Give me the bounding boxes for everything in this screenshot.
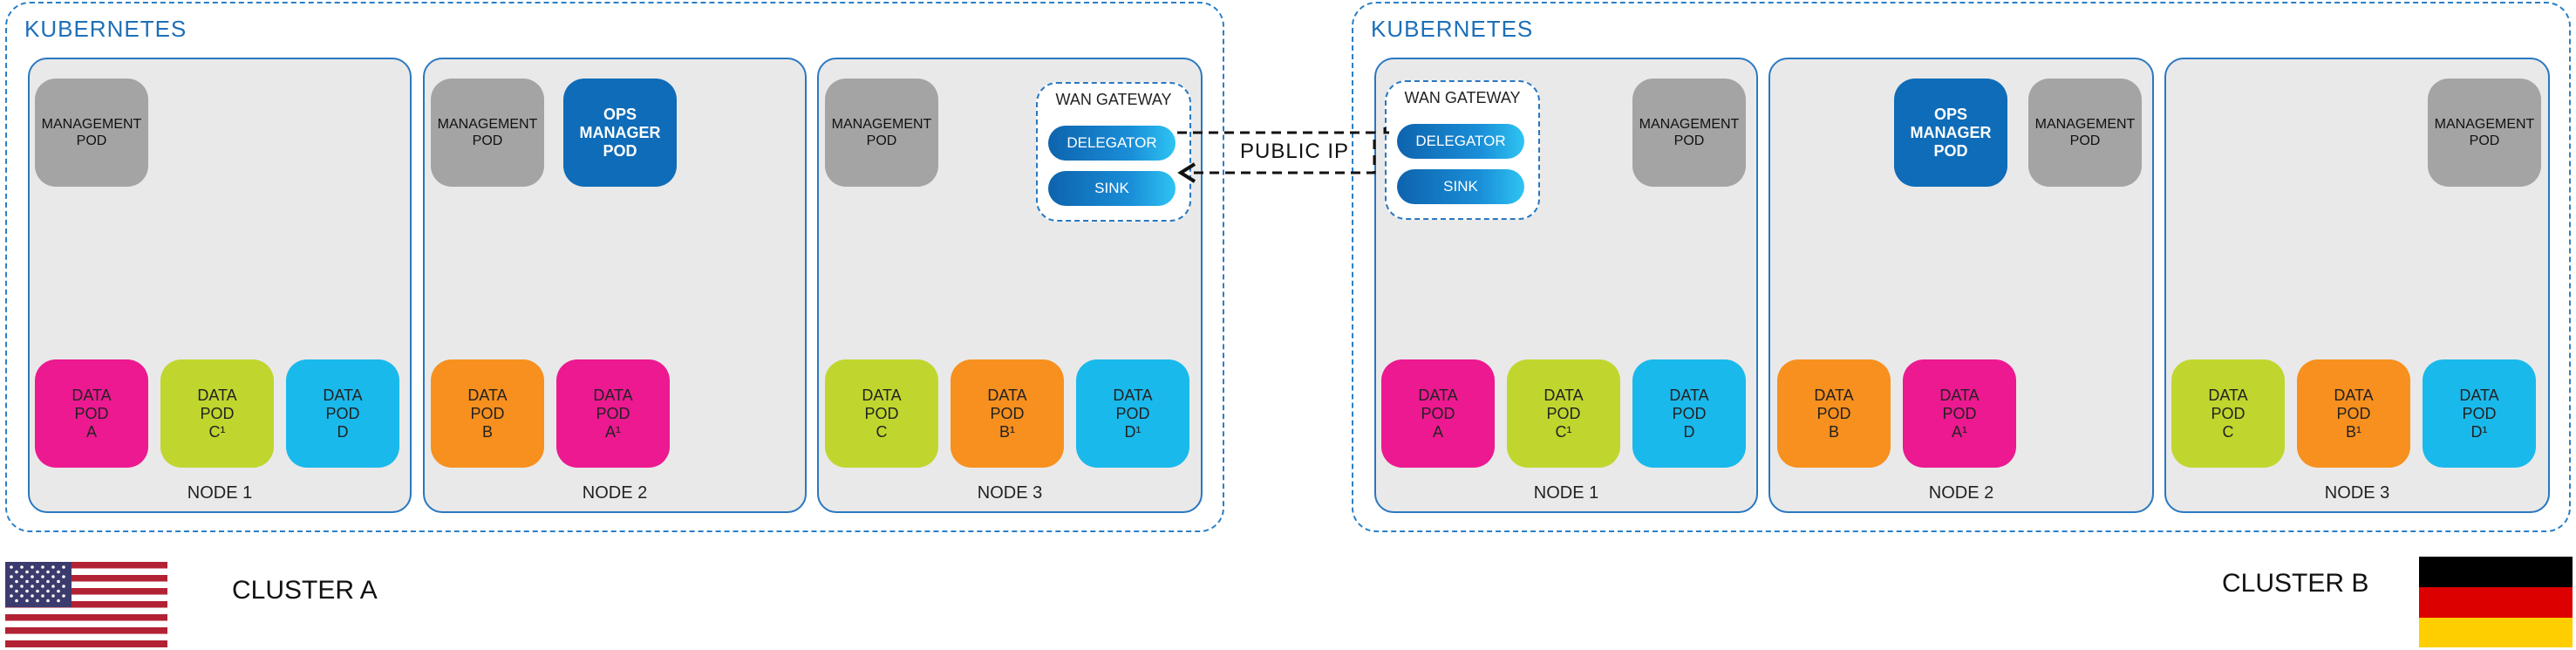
data-pod-c: DATA POD C bbox=[825, 359, 938, 468]
data-pod-b-replica: DATA POD B¹ bbox=[951, 359, 1064, 468]
sink-pill: SINK bbox=[1397, 169, 1524, 204]
delegator-pill: DELEGATOR bbox=[1048, 126, 1176, 161]
sink-pill: SINK bbox=[1048, 171, 1176, 206]
germany-flag-icon bbox=[2419, 557, 2573, 647]
node-label: NODE 3 bbox=[2324, 483, 2390, 503]
data-pod-c-replica: DATA POD C¹ bbox=[160, 359, 274, 468]
kubernetes-label-cluster-b: KUBERNETES bbox=[1371, 16, 1534, 42]
node-label: NODE 2 bbox=[1928, 483, 1994, 503]
cluster-b-label: CLUSTER B bbox=[2222, 569, 2369, 598]
public-ip-connection bbox=[1177, 127, 1395, 183]
sink-to-delegator-link bbox=[1383, 127, 1395, 134]
data-pod-c-replica: DATA POD C¹ bbox=[1507, 359, 1620, 468]
data-pod-c: DATA POD C bbox=[2171, 359, 2285, 468]
data-pod-a-replica: DATA POD A¹ bbox=[1903, 359, 2016, 468]
management-pod: MANAGEMENT POD bbox=[1632, 79, 1746, 187]
data-pod-d-replica: DATA POD D¹ bbox=[1076, 359, 1189, 468]
data-pod-a: DATA POD A bbox=[35, 359, 148, 468]
node-label: NODE 3 bbox=[977, 483, 1043, 503]
management-pod: MANAGEMENT POD bbox=[2428, 79, 2541, 187]
kubernetes-boundary-cluster-b bbox=[1352, 2, 2571, 532]
kubernetes-boundary-cluster-a bbox=[5, 2, 1224, 532]
data-pod-a: DATA POD A bbox=[1381, 359, 1495, 468]
management-pod: MANAGEMENT POD bbox=[825, 79, 938, 187]
node-label: NODE 2 bbox=[582, 483, 648, 503]
kubernetes-label-cluster-a: KUBERNETES bbox=[24, 16, 187, 42]
data-pod-b: DATA POD B bbox=[431, 359, 544, 468]
delegator-to-sink-link bbox=[1177, 131, 1376, 174]
data-pod-b-replica: DATA POD B¹ bbox=[2297, 359, 2410, 468]
wan-gateway-title: WAN GATEWAY bbox=[1404, 89, 1521, 106]
delegator-pill: DELEGATOR bbox=[1397, 124, 1524, 159]
management-pod: MANAGEMENT POD bbox=[35, 79, 148, 187]
cluster-a-label: CLUSTER A bbox=[232, 576, 378, 605]
data-pod-d: DATA POD D bbox=[1632, 359, 1746, 468]
us-flag-icon bbox=[5, 562, 167, 647]
node-label: NODE 1 bbox=[187, 483, 253, 503]
node-label: NODE 1 bbox=[1533, 483, 1599, 503]
ops-manager-pod: OPS MANAGER POD bbox=[1894, 79, 2007, 187]
arrow-head-icon bbox=[1177, 162, 1196, 183]
wan-gateway-title: WAN GATEWAY bbox=[1055, 91, 1172, 108]
data-pod-a-replica: DATA POD A¹ bbox=[556, 359, 670, 468]
management-pod: MANAGEMENT POD bbox=[2028, 79, 2142, 187]
public-ip-label: PUBLIC IP bbox=[1240, 140, 1350, 163]
data-pod-b: DATA POD B bbox=[1777, 359, 1891, 468]
ops-manager-pod: OPS MANAGER POD bbox=[563, 79, 677, 187]
data-pod-d: DATA POD D bbox=[286, 359, 399, 468]
data-pod-d-replica: DATA POD D¹ bbox=[2423, 359, 2536, 468]
management-pod: MANAGEMENT POD bbox=[431, 79, 544, 187]
